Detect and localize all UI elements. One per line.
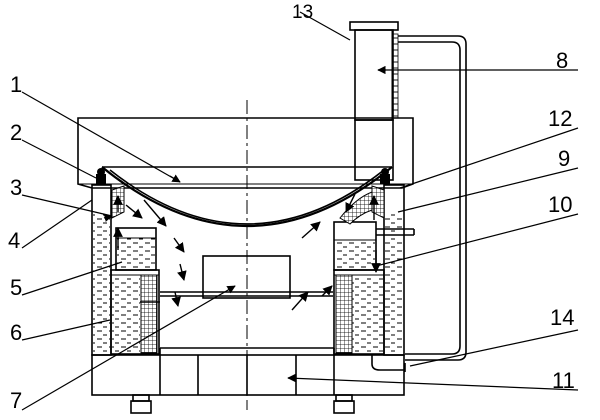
label-8: 8 <box>556 48 568 73</box>
caster-wheels <box>130 394 355 414</box>
label-11: 11 <box>552 368 575 393</box>
label-7: 7 <box>10 388 22 413</box>
right-heat-exchanger <box>335 274 353 354</box>
left-outer-wall <box>91 184 112 356</box>
inlet-pipe <box>376 228 415 236</box>
stove-base <box>91 347 405 396</box>
label-1: 1 <box>10 72 22 97</box>
right-outer-wall <box>383 184 405 356</box>
left-heat-exchanger <box>140 274 158 354</box>
leader-lines <box>21 11 579 411</box>
label-12: 12 <box>548 106 572 131</box>
label-13: 13 <box>292 2 313 23</box>
wok-body <box>101 166 393 227</box>
burner <box>202 255 291 299</box>
label-9: 9 <box>558 146 570 171</box>
label-10: 10 <box>548 192 572 217</box>
top-cover <box>77 117 414 189</box>
label-5: 5 <box>10 275 22 300</box>
return-pipe <box>398 35 467 361</box>
label-4: 4 <box>8 228 20 253</box>
left-inner-chamber <box>115 227 157 271</box>
right-inner-chamber <box>333 221 377 271</box>
label-6: 6 <box>10 320 22 345</box>
label-3: 3 <box>10 175 22 200</box>
label-2: 2 <box>10 120 22 145</box>
fasteners <box>96 168 390 184</box>
outlet-pipe <box>371 355 406 372</box>
label-14: 14 <box>550 305 574 330</box>
gaskets <box>111 185 385 225</box>
leader-arrowheads <box>103 65 386 383</box>
flow-arrows <box>113 193 381 311</box>
chimney <box>349 21 399 181</box>
